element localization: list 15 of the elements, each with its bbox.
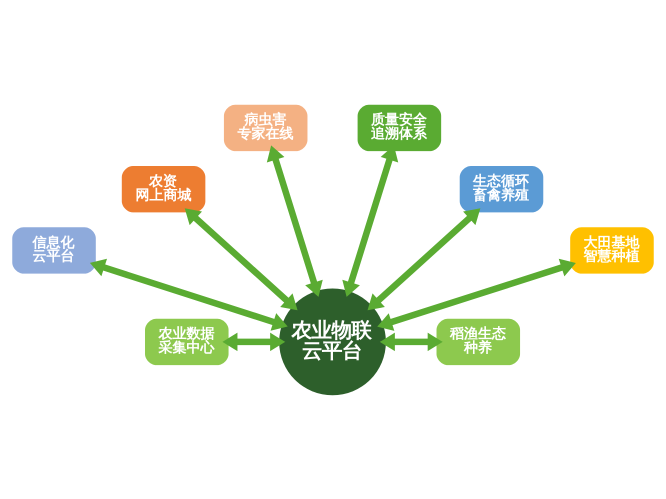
arrow xyxy=(90,258,288,330)
arrow xyxy=(368,208,480,310)
node-box: 农资网上商城 xyxy=(122,165,206,212)
arrow xyxy=(222,332,286,351)
arrow xyxy=(377,258,576,330)
node-box: 农业数据采集中心 xyxy=(145,318,229,365)
node-box: 大田基地智慧种植 xyxy=(570,226,654,274)
node-box: 信息化云平台 xyxy=(12,226,96,274)
node-box: 质量安全追溯体系 xyxy=(358,104,442,151)
arrow xyxy=(380,332,443,351)
arrow xyxy=(266,144,323,296)
node-box: 病虫害专家在线 xyxy=(224,104,308,151)
node-box: 稻渔生态种养 xyxy=(436,318,520,365)
arrow xyxy=(184,208,298,310)
node-box: 生态循环畜禽养殖 xyxy=(460,165,544,212)
